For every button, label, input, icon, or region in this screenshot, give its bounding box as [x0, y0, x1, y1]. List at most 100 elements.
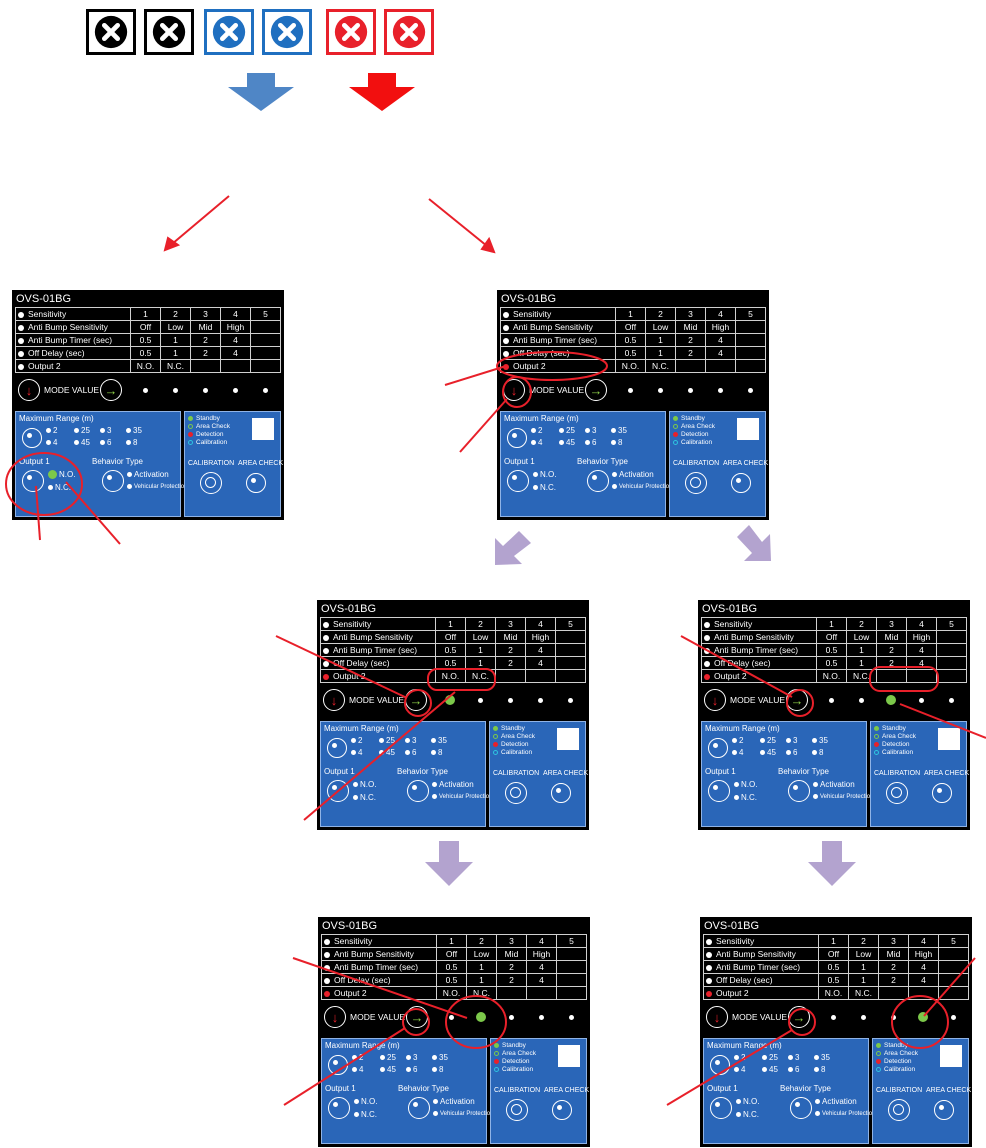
range-option[interactable]: 4 [531, 438, 542, 447]
vehicular-option[interactable]: Vehicular Protection [432, 794, 492, 800]
activation-option[interactable]: Activation [433, 1097, 475, 1106]
range-option[interactable]: 4 [734, 1065, 745, 1074]
range-option[interactable]: 25 [559, 426, 575, 435]
activation-option[interactable]: Activation [127, 470, 169, 479]
range-option[interactable]: 4 [351, 748, 362, 757]
range-option[interactable]: 3 [405, 736, 416, 745]
range-option[interactable]: 8 [814, 1065, 825, 1074]
vehicular-option[interactable]: Vehicular Protection [612, 484, 672, 490]
setting-cell[interactable] [938, 986, 969, 1000]
range-option[interactable]: 2 [352, 1053, 363, 1062]
output1-no-option[interactable]: N.O. [353, 780, 376, 789]
range-option[interactable]: 35 [812, 736, 828, 745]
range-option[interactable]: 45 [74, 438, 90, 447]
output1-nc-option[interactable]: N.C. [734, 793, 757, 802]
activation-option[interactable]: Activation [815, 1097, 857, 1106]
range-option[interactable]: 35 [814, 1053, 830, 1062]
value-button[interactable]: → [585, 379, 607, 401]
setting-cell[interactable]: 5 [556, 934, 587, 948]
range-option[interactable]: 8 [812, 748, 823, 757]
vehicular-option[interactable]: Vehicular Protection [813, 794, 873, 800]
range-option[interactable]: 3 [786, 736, 797, 745]
output1-button[interactable] [507, 470, 529, 492]
range-option[interactable]: 2 [732, 736, 743, 745]
range-option[interactable]: 6 [788, 1065, 799, 1074]
output1-no-option[interactable]: N.O. [48, 470, 75, 480]
max-range-button[interactable] [22, 428, 42, 448]
setting-cell[interactable] [735, 359, 766, 373]
setting-cell[interactable]: N.O. [615, 359, 646, 373]
range-option[interactable]: 8 [432, 1065, 443, 1074]
range-option[interactable]: 45 [559, 438, 575, 447]
vehicular-option[interactable]: Vehicular Protection [127, 484, 187, 490]
max-range-button[interactable] [710, 1055, 730, 1075]
max-range-button[interactable] [327, 738, 347, 758]
range-option[interactable]: 25 [762, 1053, 778, 1062]
range-option[interactable]: 8 [126, 438, 137, 447]
output1-nc-option[interactable]: N.C. [48, 483, 71, 492]
output1-button[interactable] [710, 1097, 732, 1119]
setting-cell[interactable]: N.O. [130, 359, 161, 373]
vehicular-option[interactable]: Vehicular Protection [433, 1111, 493, 1117]
range-option[interactable]: 45 [379, 748, 395, 757]
range-option[interactable]: 25 [379, 736, 395, 745]
range-option[interactable]: 6 [406, 1065, 417, 1074]
output1-nc-option[interactable]: N.C. [736, 1110, 759, 1119]
output1-button[interactable] [327, 780, 349, 802]
black-x-button-1[interactable] [86, 9, 136, 55]
range-option[interactable]: 8 [611, 438, 622, 447]
range-option[interactable]: 2 [531, 426, 542, 435]
range-option[interactable]: 4 [46, 438, 57, 447]
calibration-button[interactable] [888, 1099, 910, 1121]
behavior-button[interactable] [102, 470, 124, 492]
activation-option[interactable]: Activation [612, 470, 654, 479]
range-option[interactable]: 6 [786, 748, 797, 757]
range-option[interactable]: 35 [611, 426, 627, 435]
output1-no-option[interactable]: N.O. [734, 780, 757, 789]
area-check-button[interactable] [932, 783, 952, 803]
blue-x-button-1[interactable] [204, 9, 254, 55]
range-option[interactable]: 3 [788, 1053, 799, 1062]
output1-nc-option[interactable]: N.C. [353, 793, 376, 802]
behavior-button[interactable] [408, 1097, 430, 1119]
value-button[interactable]: → [788, 1006, 810, 1028]
red-x-button-1[interactable] [326, 9, 376, 55]
calibration-button[interactable] [505, 782, 527, 804]
range-option[interactable]: 4 [352, 1065, 363, 1074]
range-option[interactable]: 4 [732, 748, 743, 757]
range-option[interactable]: 6 [100, 438, 111, 447]
range-option[interactable]: 2 [46, 426, 57, 435]
range-option[interactable]: 2 [351, 736, 362, 745]
range-option[interactable]: 6 [405, 748, 416, 757]
vehicular-option[interactable]: Vehicular Protection [815, 1111, 875, 1117]
output1-button[interactable] [708, 780, 730, 802]
mode-button[interactable]: ↓ [706, 1006, 728, 1028]
range-option[interactable]: 45 [380, 1065, 396, 1074]
red-x-button-2[interactable] [384, 9, 434, 55]
output1-no-option[interactable]: N.O. [533, 470, 556, 479]
output1-nc-option[interactable]: N.C. [354, 1110, 377, 1119]
range-option[interactable]: 35 [431, 736, 447, 745]
activation-option[interactable]: Activation [813, 780, 855, 789]
calibration-button[interactable] [685, 472, 707, 494]
calibration-button[interactable] [200, 472, 222, 494]
area-check-button[interactable] [731, 473, 751, 493]
behavior-button[interactable] [788, 780, 810, 802]
area-check-button[interactable] [551, 783, 571, 803]
area-check-button[interactable] [246, 473, 266, 493]
range-option[interactable]: 25 [760, 736, 776, 745]
range-option[interactable]: 6 [585, 438, 596, 447]
max-range-button[interactable] [708, 738, 728, 758]
behavior-button[interactable] [407, 780, 429, 802]
range-option[interactable]: 2 [734, 1053, 745, 1062]
range-option[interactable]: 35 [432, 1053, 448, 1062]
activation-option[interactable]: Activation [432, 780, 474, 789]
output1-button[interactable] [328, 1097, 350, 1119]
black-x-button-2[interactable] [144, 9, 194, 55]
mode-button[interactable]: ↓ [704, 689, 726, 711]
setting-cell[interactable]: 5 [555, 617, 586, 631]
range-option[interactable]: 3 [100, 426, 111, 435]
area-check-button[interactable] [552, 1100, 572, 1120]
calibration-button[interactable] [506, 1099, 528, 1121]
mode-button[interactable]: ↓ [324, 1006, 346, 1028]
